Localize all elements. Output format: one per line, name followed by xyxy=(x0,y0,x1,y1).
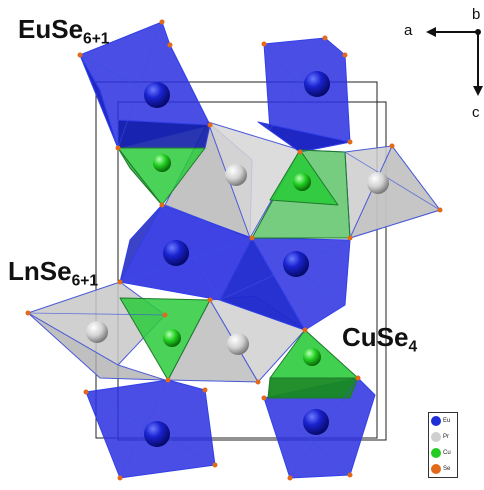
cu-swatch xyxy=(431,448,441,458)
eu-atom xyxy=(144,82,170,108)
axis-a-label: a xyxy=(404,22,413,39)
eu-atom xyxy=(144,421,170,447)
axis-arrows xyxy=(426,27,483,96)
pr-atom xyxy=(86,321,108,343)
pr-atom xyxy=(227,333,249,355)
eu-atom xyxy=(304,71,330,97)
pr-atoms xyxy=(86,164,389,355)
legend-item-cu: Cu xyxy=(429,445,457,461)
eu-swatch xyxy=(431,416,441,426)
cuse-label: CuSe4 xyxy=(342,322,418,356)
eu-atom xyxy=(303,409,329,435)
eu-atoms xyxy=(144,71,330,447)
unit-cell xyxy=(95,81,387,441)
eu-atom xyxy=(283,251,309,277)
pr-atom xyxy=(367,172,389,194)
se-swatch xyxy=(431,464,441,474)
lnse-label: LnSe6+1 xyxy=(8,256,99,290)
legend-item-pr: Pr xyxy=(429,429,457,445)
pr-atom xyxy=(225,164,247,186)
cu-atom xyxy=(153,154,171,172)
cu-atom xyxy=(163,329,181,347)
axis-b-label: b xyxy=(472,6,481,23)
cu-atoms xyxy=(153,154,321,366)
eu-atom xyxy=(163,240,189,266)
axis-c-label: c xyxy=(472,104,480,121)
cu-atom xyxy=(303,348,321,366)
legend-item-eu: Eu xyxy=(429,413,457,429)
euse-label: EuSe6+1 xyxy=(18,14,110,48)
euse-polyhedra xyxy=(79,21,376,479)
legend-item-se: Se xyxy=(429,461,457,477)
se-atoms xyxy=(25,19,443,481)
cu-atom xyxy=(293,173,311,191)
bond-edges xyxy=(27,21,441,479)
pr-swatch xyxy=(431,432,441,442)
atom-legend: Eu Pr Cu Se xyxy=(428,412,458,478)
